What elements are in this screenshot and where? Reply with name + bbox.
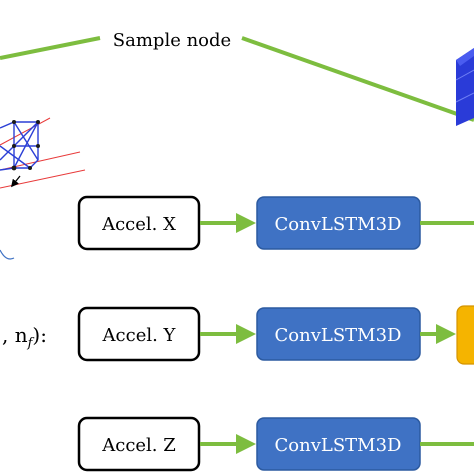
input-box-accel-x — [77, 195, 201, 251]
sample-node-label: Sample node — [113, 30, 231, 51]
input-label-accel-y: Accel. Y — [102, 325, 177, 346]
sample-node-right-line — [241, 36, 474, 122]
convlstm3d-label-1: ConvLSTM3D — [275, 214, 402, 235]
sample-node-cube-icon — [455, 48, 474, 126]
input-box-accel-y — [77, 306, 201, 362]
truss-structure-fragment — [0, 117, 86, 260]
sample-node-left-line — [0, 36, 101, 60]
shape-fragment-text: , nf): — [2, 323, 47, 351]
input-box-accel-z — [77, 416, 201, 472]
convlstm3d-label-3: ConvLSTM3D — [275, 435, 402, 456]
sample-node-connectors — [0, 36, 474, 122]
row-accel-z: Accel. Z ConvLSTM3D — [77, 416, 474, 472]
convlstm3d-label-2: ConvLSTM3D — [275, 325, 402, 346]
row-accel-x: Accel. X ConvLSTM3D — [77, 195, 474, 251]
input-label-accel-z: Accel. Z — [101, 435, 176, 456]
input-label-accel-x: Accel. X — [101, 214, 176, 235]
row-accel-y: Accel. Y ConvLSTM3D — [77, 305, 474, 365]
orange-box-fragment — [456, 305, 474, 365]
